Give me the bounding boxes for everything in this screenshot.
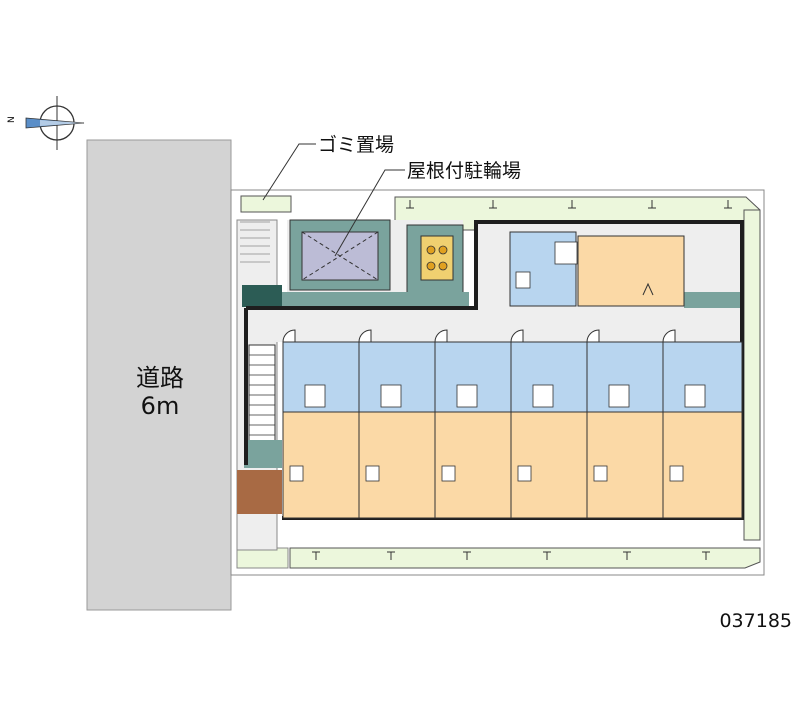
planting-bottom-left [236,547,289,569]
road-width-label: 6m [141,392,180,420]
fence-posts [312,200,732,560]
unit-5 [586,329,664,519]
corridor [246,306,742,342]
garbage-area [240,195,292,213]
road-name-label: 道路 [136,364,184,392]
unit-2 [358,329,436,519]
unit-row [282,329,743,519]
courtyard [236,219,469,551]
garbage-label: ゴミ置場 [318,134,394,156]
unit-1 [282,329,360,519]
unit-upper [509,231,685,307]
unit-6 [662,329,743,519]
map-code: 037185 [719,610,792,632]
planting-right [743,209,761,541]
callouts: ゴミ置場 屋根付駐輪場 [262,134,521,257]
bicycle-label: 屋根付駐輪場 [407,160,521,182]
bicycle-leader-line [334,169,405,257]
road [86,139,232,611]
unit-3 [434,329,512,519]
north-letter: N [7,116,17,123]
unit-4 [510,329,588,519]
planting-bottom [289,547,761,569]
north-compass: N [7,96,85,150]
garbage-leader-line [262,143,316,201]
